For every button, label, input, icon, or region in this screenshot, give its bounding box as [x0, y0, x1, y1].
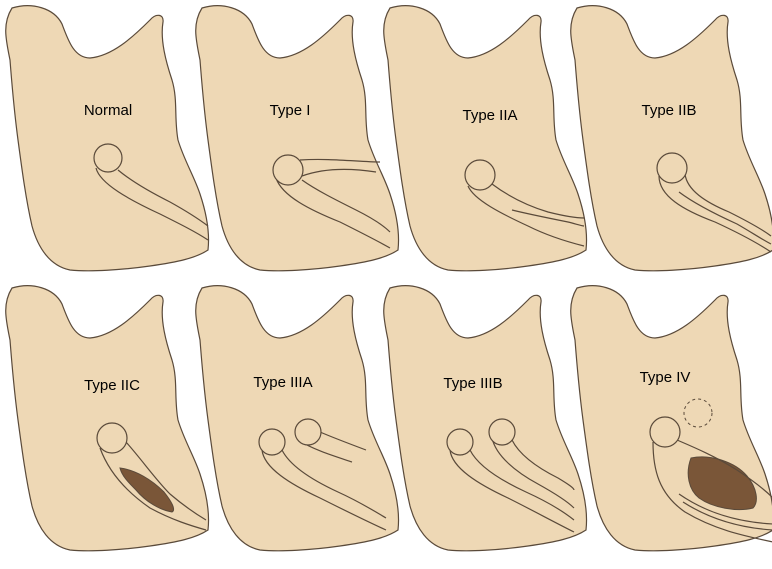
canal-line — [511, 209, 585, 227]
canal-line — [281, 449, 387, 519]
panel-type-iiib: Type IIIB — [383, 285, 588, 552]
round-head — [649, 416, 681, 448]
canal-line — [678, 493, 772, 525]
canal-lines — [467, 183, 585, 247]
round-head — [656, 152, 688, 184]
bone-shape — [195, 5, 400, 272]
panel-label: Type IIC — [84, 377, 140, 394]
panel-type-iic: Type IIC — [5, 285, 210, 552]
panel-type-iv: Type IV — [570, 285, 772, 552]
canal-line — [511, 439, 575, 491]
dashed-circle — [683, 398, 713, 428]
bone-shape — [383, 285, 588, 552]
canal-line — [678, 191, 772, 245]
canal-line — [99, 447, 207, 531]
panel-label: Type IV — [640, 369, 691, 386]
panel-label: Normal — [84, 102, 132, 119]
canal-lines — [261, 431, 387, 531]
canal-line — [491, 437, 575, 509]
canal-line — [676, 439, 772, 498]
dark-cavity — [119, 467, 175, 513]
canal-line — [301, 168, 377, 177]
panel-label: Type IIB — [641, 102, 696, 119]
canal-line — [299, 158, 381, 163]
canal-line — [469, 449, 575, 521]
canal-line — [467, 185, 585, 247]
bone-shape — [570, 5, 772, 272]
canal-lines — [95, 167, 209, 241]
round-head — [272, 154, 304, 186]
panel-label: Type I — [270, 102, 311, 119]
canal-line — [319, 431, 367, 451]
bone-shape — [383, 5, 588, 272]
canal-line — [491, 183, 585, 219]
canal-line — [449, 449, 575, 533]
round-head — [446, 428, 474, 456]
canal-line — [658, 175, 772, 253]
panel-label: Type IIIB — [443, 375, 502, 392]
canal-lines — [658, 173, 772, 253]
round-head — [96, 422, 128, 454]
round-head-secondary — [294, 418, 322, 446]
panel-type-iiia: Type IIIA — [195, 285, 400, 552]
canal-line — [682, 501, 772, 531]
bone-shape — [195, 285, 400, 552]
canal-lines — [449, 437, 575, 533]
round-head — [258, 428, 286, 456]
panel-type-iia: Type IIA — [383, 5, 588, 272]
canal-line — [117, 169, 209, 227]
bone-shape — [5, 5, 210, 272]
panel-type-i: Type I — [195, 5, 400, 272]
canal-line — [261, 449, 387, 531]
canal-line — [652, 441, 772, 543]
panel-type-iib: Type IIB — [570, 5, 772, 272]
panel-label: Type IIA — [462, 107, 517, 124]
canal-lines — [99, 441, 207, 531]
panel-normal: Normal — [5, 5, 210, 272]
round-head — [93, 143, 123, 173]
canal-line — [95, 167, 209, 241]
canal-lines — [275, 158, 391, 249]
round-head — [464, 159, 496, 191]
panel-label: Type IIIA — [253, 374, 312, 391]
round-head-secondary — [488, 418, 516, 446]
canal-line — [275, 177, 391, 249]
bone-shape — [5, 285, 210, 552]
canal-line — [684, 173, 772, 237]
canal-line — [301, 179, 391, 233]
canal-lines — [652, 439, 772, 543]
dark-cavity — [687, 456, 757, 511]
canal-line — [125, 441, 207, 521]
